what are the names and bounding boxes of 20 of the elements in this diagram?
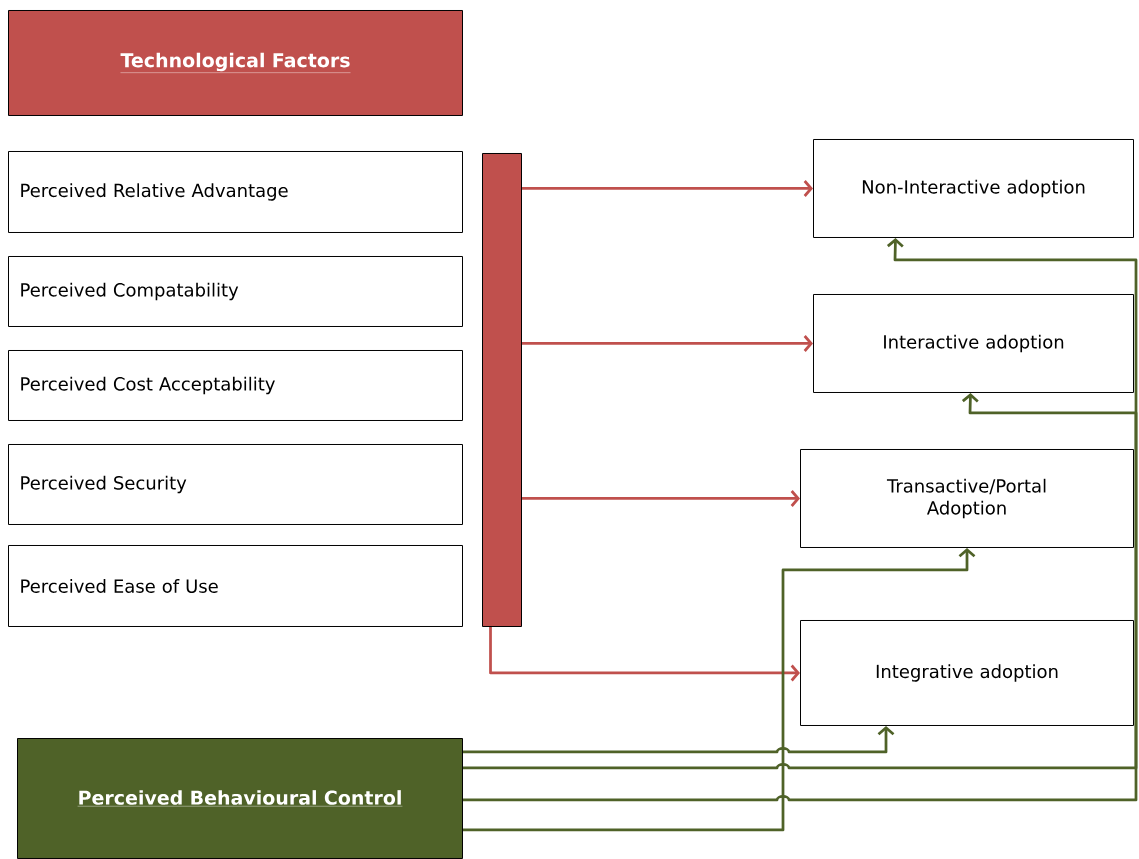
arrow [489,627,800,682]
arrow [463,238,1138,770]
arrow [522,180,813,197]
arrow [463,726,895,754]
arrow [463,548,976,832]
connector-bar [482,153,522,627]
factor-box: Perceived Ease of Use [8,545,463,627]
factor-box: Perceived Cost Acceptability [8,350,463,421]
adoption-box: Non-Interactive adoption [813,139,1134,238]
factor-box: Perceived Relative Advantage [8,151,463,233]
adoption-box: Transactive/Portal Adoption [800,449,1134,548]
category-header-box: Technological Factors [8,10,463,116]
category-header-box: Perceived Behavioural Control [17,738,463,859]
factor-box: Perceived Security [8,444,463,525]
adoption-box: Interactive adoption [813,294,1134,393]
factor-box: Perceived Compatability [8,256,463,327]
arrow [522,490,800,507]
arrow [463,393,1138,802]
adoption-box: Integrative adoption [800,620,1134,726]
arrow [522,335,813,352]
